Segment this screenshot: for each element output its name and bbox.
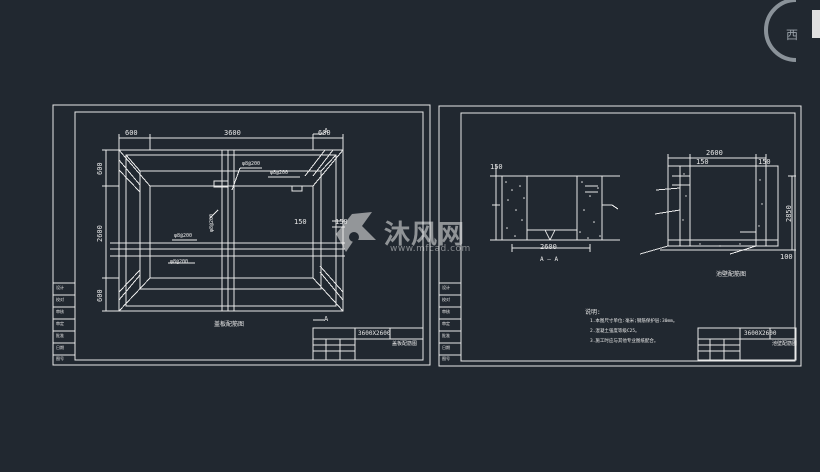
callout-1: φ8@200	[242, 161, 261, 167]
dim-s2-right-150b: 150	[758, 158, 771, 166]
sheet2-inner-border	[460, 112, 796, 362]
watermark-url: www.mfcad.com	[390, 244, 471, 254]
callout-4: φ8@200	[174, 233, 193, 239]
sheet1-outer-border	[52, 104, 431, 366]
dim-s2-left-150: 150	[490, 163, 503, 171]
sheet2-title-size: 3600X2600	[744, 330, 777, 337]
sheet2-outer-border	[438, 105, 802, 367]
notes-title: 说明:	[585, 309, 601, 316]
sheet1-strip-3: 审核	[56, 309, 64, 314]
dim-mid-150: 150	[294, 218, 307, 226]
dim-s2-left-2600: 2600	[540, 243, 557, 251]
watermark-logo	[336, 212, 376, 252]
sheet2-title-name: 池壁配筋图	[772, 341, 798, 347]
dim-left-600-top: 600	[96, 162, 104, 175]
sheet1-strip-7: 图号	[56, 356, 64, 361]
sheet1-strip-6: 日期	[56, 345, 64, 350]
sheet2-strip-7: 图号	[442, 356, 450, 361]
sheet1-strip-4: 审定	[56, 321, 64, 326]
watermark-brand: 沐风网	[384, 220, 466, 250]
section-caption: A — A	[540, 256, 559, 263]
dim-s2-right-100: 100	[780, 253, 793, 261]
dim-top-600b: 600	[318, 129, 331, 137]
concrete-hatching	[505, 173, 763, 247]
plan-caption: 盖板配筋图	[214, 321, 245, 328]
callout-2: φ8@200	[270, 170, 289, 176]
viewcube-direction-label[interactable]: 西	[786, 28, 799, 42]
sheet2-strip-4: 审定	[442, 321, 450, 326]
section-aa-left-wall	[501, 175, 528, 241]
sheet1-strip-1: 设计	[56, 285, 64, 290]
sheet2-strip-3: 审核	[442, 309, 450, 314]
sheet2-title-block	[697, 327, 797, 361]
sheet1-inner-border	[74, 111, 424, 361]
sheet1-strip-2: 校对	[56, 297, 64, 302]
notes-line-3: 3.施工时应与其他专业图纸配合。	[590, 339, 659, 344]
dim-mid-150b: 150	[335, 218, 348, 226]
sheet2-strip-1: 设计	[442, 285, 450, 290]
wall-caption: 池壁配筋图	[716, 271, 747, 278]
dim-left-2600: 2600	[96, 225, 104, 242]
sheet2-strip-2: 校对	[442, 297, 450, 302]
sheet1-title-name: 盖板配筋图	[392, 341, 418, 347]
sheet1-title-size: 3600X2600	[358, 330, 391, 337]
plan-inner-rect	[149, 185, 314, 279]
viewcube[interactable]	[764, 0, 820, 62]
dim-top-3600: 3600	[224, 129, 241, 137]
dim-top-600: 600	[125, 129, 138, 137]
dim-s2-right-150: 150	[696, 158, 709, 166]
plan-outer-rect	[118, 149, 344, 312]
section-mark-top: A	[324, 127, 329, 135]
section-mark-bottom: A	[324, 315, 329, 323]
dim-left-600-bottom: 600	[96, 289, 104, 302]
notes-line-2: 2.混凝土强度等级C25。	[590, 329, 640, 334]
sheet1-strip-5: 批准	[56, 333, 64, 338]
sheet1-title-block	[312, 327, 424, 361]
notes-line-1: 1.本图尺寸单位:毫米;钢筋保护层:30mm。	[590, 319, 678, 324]
dim-s2-right-2600: 2600	[706, 149, 723, 157]
wall-section-outline	[667, 165, 779, 247]
sheet2-strip-5: 批准	[442, 333, 450, 338]
callout-5: φ8@200	[170, 259, 189, 265]
callout-3: φ8@200	[209, 213, 215, 232]
sheet2-strip-6: 日期	[442, 345, 450, 350]
dim-s2-right-2850: 2850	[785, 205, 793, 222]
